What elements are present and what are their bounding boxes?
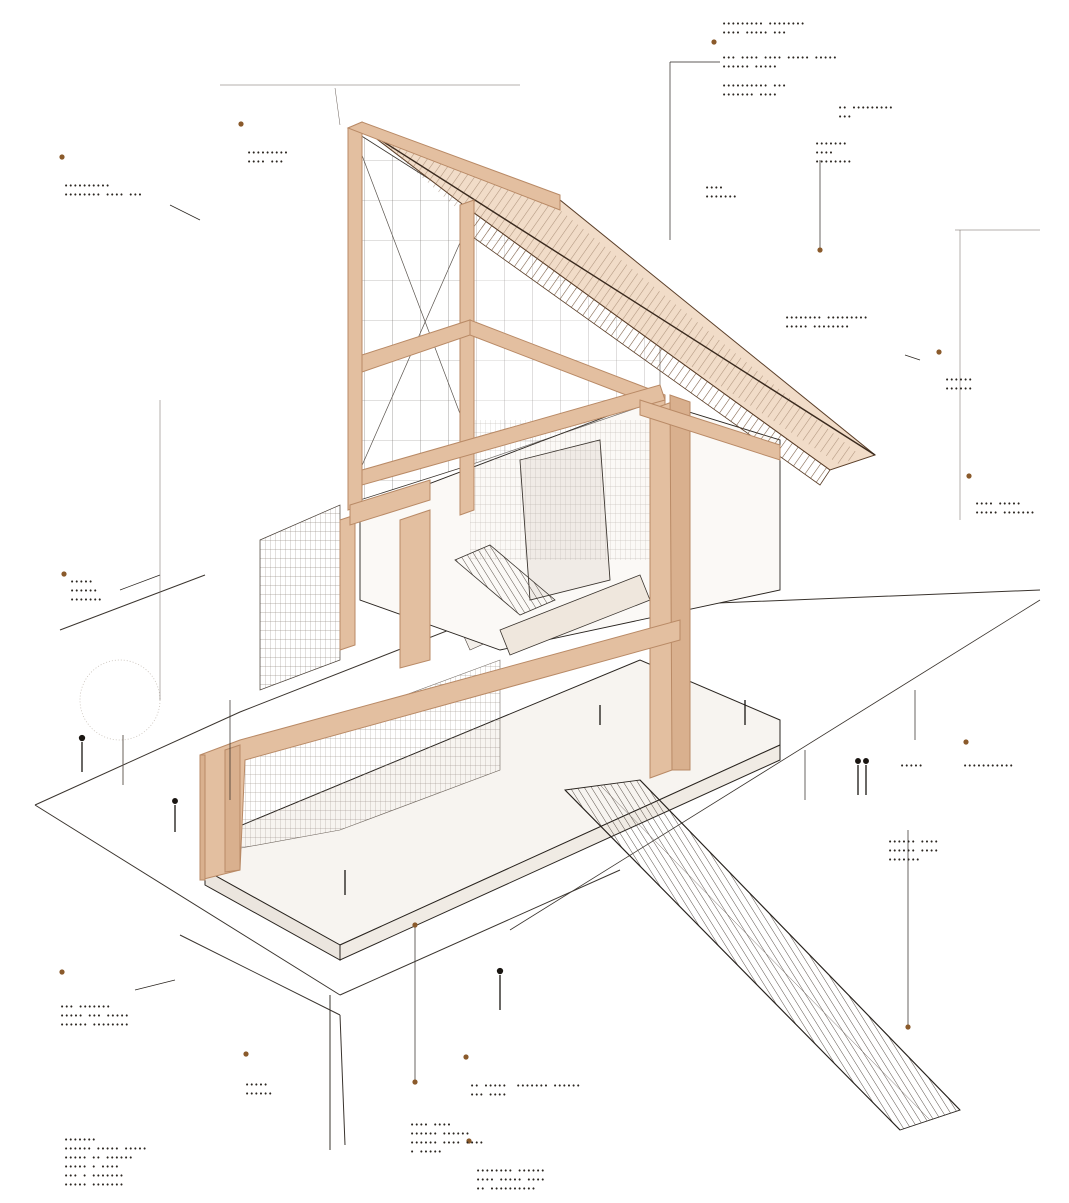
annotation-right-2: •••• •••••••••• ••••••• [975, 500, 1035, 517]
annotation-bottom-left-1: ••• •••••••••••• ••• ••••••••••• •••••••… [60, 1003, 130, 1029]
annotation-top-right-3: •••••••••• •••••••••• •••• [722, 82, 787, 99]
annotation-roof-note: ••••••••••••••••••• [815, 140, 852, 166]
annotation-bottom-left-2: ••••••••••• [245, 1081, 273, 1098]
annotation-stair: •••••• •••••••••• ••••••••••• [888, 838, 939, 864]
annotation-roof-structure: •••••••• •••••••••••••• •••••••• [785, 314, 869, 331]
leader-lines [119, 61, 921, 1080]
dimension-lines [159, 84, 1040, 700]
roof [364, 129, 877, 486]
floor-slab [204, 659, 781, 961]
annotation-bullets [59, 39, 972, 1144]
timber-frame [199, 121, 781, 881]
annotation-right-3a: ••••• [900, 762, 924, 770]
interior-stair [454, 544, 556, 616]
annotation-right-1: •••••••••••• [945, 376, 973, 393]
annotation-bottom-center-2: •••• •••••••••• •••••••••••• •••• ••••• … [410, 1121, 484, 1156]
annotation-left-mid: •••••••••••••••••• [70, 578, 103, 604]
ground-plane [34, 574, 1041, 1150]
exterior-stair [564, 779, 961, 1131]
annotation-top-left-2: •••••••••••••••••• •••• ••• [64, 182, 143, 199]
annotation-top-right-1: ••••••••• •••••••••••• ••••• ••• [722, 20, 806, 37]
annotation-right-3b: ••••••••••• [963, 762, 1014, 770]
annotation-top-left-1: ••••••••••••• ••• [247, 149, 289, 166]
annotation-bottom-center-3: •••••••• •••••••••• ••••• •••••• •••••••… [476, 1167, 546, 1193]
annotation-legend: ••••••••••••• ••••• •••••••••• •• ••••••… [64, 1136, 148, 1189]
annotation-top-right-2: ••• •••• •••• ••••• ••••••••••• ••••• [722, 54, 838, 71]
annotation-bottom-center-1: •• ••••• ••••••• ••••••••• •••• [470, 1082, 581, 1099]
annotation-ridge: ••••••••••• [705, 184, 738, 201]
annotation-top-right-4: •• •••••••••••• [838, 104, 894, 121]
people-figures [78, 700, 869, 1010]
